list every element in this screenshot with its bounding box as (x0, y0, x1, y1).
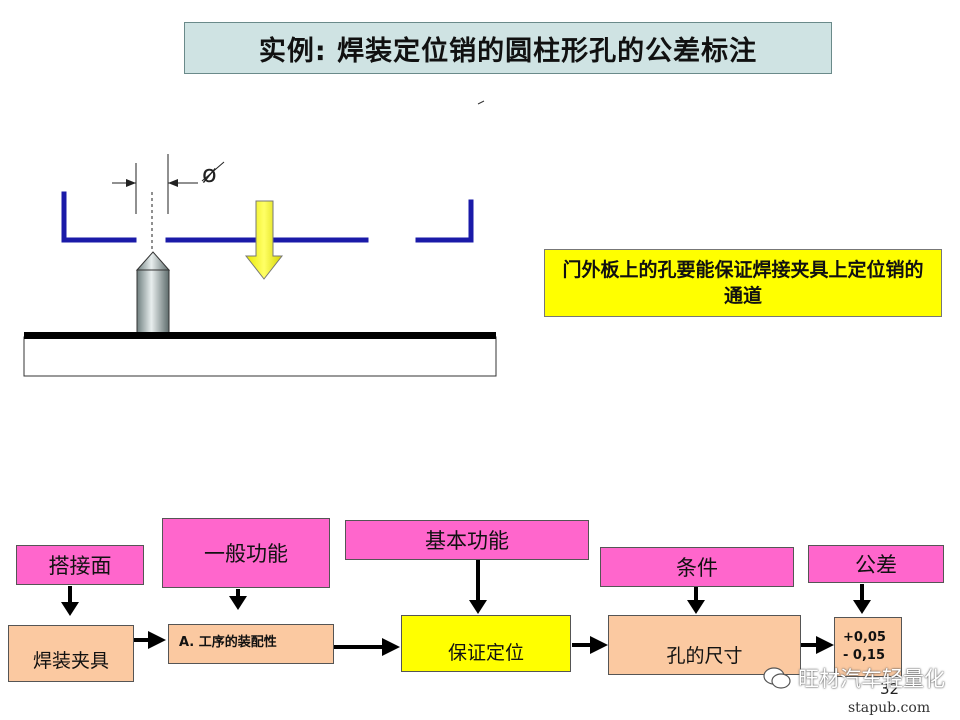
flow-arrows (61, 560, 871, 656)
watermark-text: 旺材汽车轻量化 (798, 667, 945, 691)
page-title: 实例: 焊装定位销的圆柱形孔的公差标注 (184, 22, 832, 74)
box-positioning: 保证定位 (401, 615, 571, 672)
label-condition: 条件 (600, 547, 794, 587)
fixture-base-top (24, 332, 496, 339)
wechat-icon (763, 667, 791, 689)
label-lap-surface: 搭接面 (16, 545, 144, 585)
requirement-note: 门外板上的孔要能保证焊接夹具上定位销的通道 (544, 249, 942, 317)
box-assembly: A. 工序的装配性 (168, 624, 334, 664)
diameter-dimension (112, 154, 198, 250)
diameter-slash (201, 161, 225, 182)
watermark: 旺材汽车轻量化 (762, 663, 945, 693)
page-number: 32 (880, 680, 900, 698)
insertion-arrow (244, 200, 284, 280)
label-general-function: 一般功能 (162, 518, 330, 588)
box-welding-fixture: 焊装夹具 (8, 625, 134, 682)
dimension-arrow-right (168, 179, 178, 187)
site-url: stapub.com (848, 700, 931, 716)
box-hole-size: 孔的尺寸 (608, 615, 801, 675)
locating-pin (135, 251, 171, 337)
stray-mark (477, 100, 485, 105)
box-tolerance-values: +0,05 - 0,15 (834, 617, 902, 677)
label-basic-function: 基本功能 (345, 520, 589, 560)
tolerance-upper: +0,05 (843, 630, 886, 645)
dimension-arrow-left (126, 179, 136, 187)
tolerance-lower: - 0,15 (843, 648, 885, 663)
label-tolerance: 公差 (808, 545, 944, 583)
fixture-base (23, 336, 497, 377)
